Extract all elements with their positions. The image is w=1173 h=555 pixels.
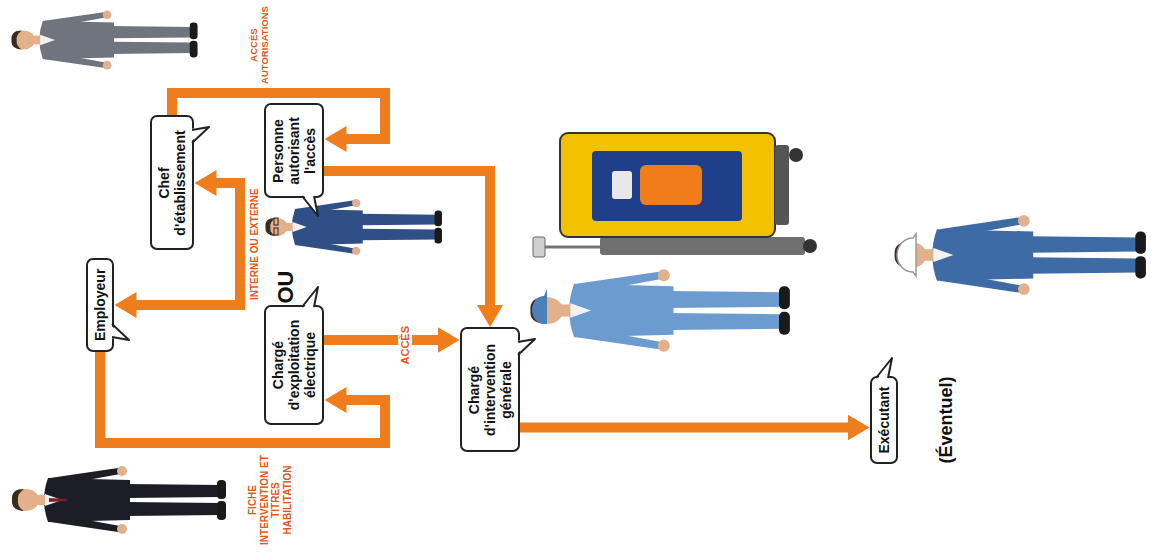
orange-arrow (324, 171, 490, 306)
helmet (897, 234, 916, 276)
callout-tail-fill (515, 340, 535, 356)
orange-arrow (100, 352, 385, 443)
callout-tail-fill (189, 128, 209, 144)
callout-tail-outline (192, 128, 209, 144)
callout-box: Employeur (86, 258, 114, 352)
callout-tail (518, 340, 536, 360)
orange-arrow (324, 335, 438, 345)
arrow-label: ACCÈS (398, 324, 413, 367)
note-text: (Éventuel) (937, 376, 957, 463)
callout-tail (112, 320, 130, 340)
case-base (775, 145, 789, 225)
callout-tail-fill (302, 287, 318, 310)
case-panel (592, 151, 742, 221)
callout-text: Employeur (92, 269, 108, 341)
or-word: OU (274, 271, 298, 304)
employer-figure (12, 466, 226, 534)
equipment-case (560, 133, 775, 237)
glasses (274, 218, 278, 225)
callout-box: Chargé d'exploitation électrique (264, 305, 324, 425)
director-figure (11, 10, 197, 69)
callout-tail-outline (112, 324, 129, 340)
cap (532, 289, 547, 324)
arrow-label: ACCÈS AUTORISATIONS (248, 3, 272, 87)
callout-box: Chargé d'intervention générale (460, 328, 520, 453)
glasses (274, 228, 278, 235)
callout-tail-outline (302, 287, 318, 307)
callout-tail-fill (109, 324, 129, 340)
tester (640, 165, 702, 205)
callout-box: Personne autorisant l'accès (264, 104, 324, 199)
callout-box: Chef d'établissement (150, 116, 194, 251)
wheel (789, 148, 803, 162)
trolley (600, 237, 805, 255)
intervention-figure (530, 269, 790, 351)
callout-tail (300, 287, 320, 307)
tester-display (612, 171, 632, 199)
arrow-label: INTERNE OU EXTERNE (248, 186, 262, 302)
pole (545, 246, 600, 249)
callout-text: Personne autorisant l'accès (270, 115, 318, 188)
callout-box: Exécutant (870, 376, 898, 465)
callout-tail-outline (518, 340, 535, 356)
callout-text: Chargé d'intervention générale (466, 339, 514, 442)
callout-text: Exécutant (876, 387, 892, 454)
callout-text: Chargé d'exploitation électrique (270, 316, 318, 414)
tie (49, 498, 68, 502)
callout-text: Chef d'établissement (156, 127, 188, 240)
callout-tail (300, 197, 320, 217)
callout-tail-fill (302, 194, 318, 217)
probe (533, 237, 545, 257)
callout-tail-outline (876, 358, 892, 378)
callout-tail-fill (876, 358, 892, 381)
operator-figure (265, 199, 442, 255)
arrow-label: FICHE INTERVENTION ET TITRES HABILITATIO… (246, 449, 294, 551)
callout-tail (874, 358, 894, 378)
wheel (803, 239, 817, 253)
orange-arrow (520, 423, 848, 433)
executor-figure (895, 215, 1146, 295)
callout-tail-outline (302, 197, 318, 217)
callout-tail (192, 128, 210, 148)
